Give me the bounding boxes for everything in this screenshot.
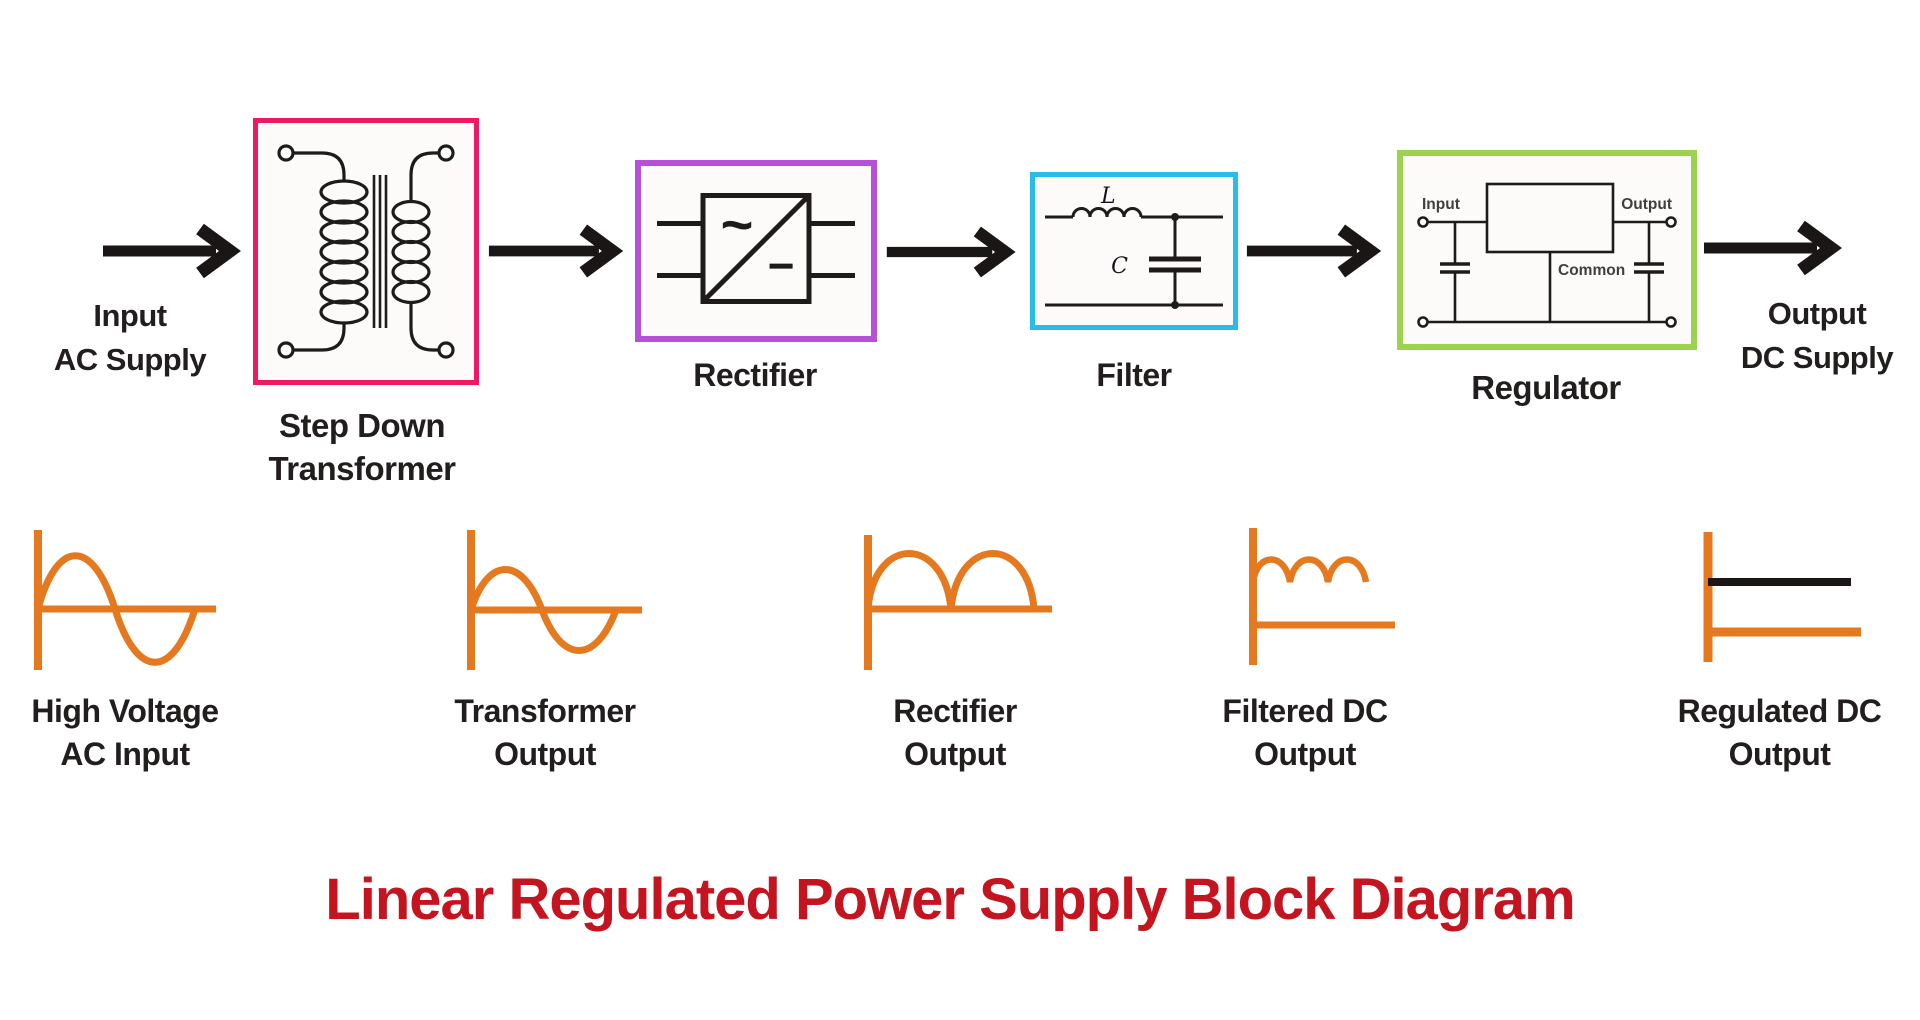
waveform-label-line1: Filtered DC xyxy=(1222,693,1388,729)
flat-dc-wave-icon xyxy=(1703,532,1861,662)
waveform-label-line1: Rectifier xyxy=(893,693,1017,729)
transformer-label: Step Down Transformer xyxy=(242,404,482,490)
transformer-label-line2: Transformer xyxy=(268,450,456,487)
waveform-label-line1: Regulated DC xyxy=(1677,693,1882,729)
transformer-block xyxy=(253,118,479,385)
ac-tilde-marker: ~ xyxy=(721,193,754,256)
output-label-line2: DC Supply xyxy=(1740,340,1894,375)
capacitor-label: C xyxy=(1111,254,1128,279)
lc-filter-symbol-icon: L C xyxy=(1045,184,1223,309)
flow-arrow-icon xyxy=(1704,220,1842,276)
rectifier-symbol-icon: ~ − xyxy=(657,193,855,304)
input-label-line2: AC Supply xyxy=(53,342,207,377)
waveform-label-line2: Output xyxy=(904,736,1006,772)
transformer-label-line1: Step Down xyxy=(279,407,446,444)
waveform-label-line2: Output xyxy=(1254,736,1356,772)
rectifier-label: Rectifier xyxy=(693,357,817,393)
waveform-label-hv-ac-input: High Voltage AC Input xyxy=(5,690,245,776)
flow-arrow-icon xyxy=(488,224,624,278)
regulator-block: Input Output Common xyxy=(1397,150,1697,350)
output-label-line1: Output xyxy=(1767,296,1867,331)
input-ac-supply-label: Input AC Supply xyxy=(30,294,230,382)
regulator-pin-common-label: Common xyxy=(1558,262,1625,279)
regulator-pin-input-label: Input xyxy=(1422,196,1460,213)
inductor-label: L xyxy=(1100,184,1116,209)
flow-arrow-icon xyxy=(1246,224,1382,278)
waveform-label-line1: High Voltage xyxy=(31,693,219,729)
flow-arrow-icon xyxy=(886,226,1016,278)
full-wave-rectified-icon xyxy=(864,535,1052,670)
waveform-label-transformer-output: Transformer Output xyxy=(435,690,655,776)
dc-minus-marker: − xyxy=(768,240,795,292)
waveform-label-filtered-dc-output: Filtered DC Output xyxy=(1195,690,1415,776)
ripple-dc-wave-icon xyxy=(1249,528,1395,665)
waveform-label-line1: Transformer xyxy=(454,693,636,729)
diagram-title: Linear Regulated Power Supply Block Diag… xyxy=(325,867,1575,932)
filter-block: L C xyxy=(1030,172,1238,330)
waveform-label-rectifier-output: Rectifier Output xyxy=(845,690,1065,776)
input-label-line1: Input xyxy=(93,298,167,333)
waveform-label-regulated-dc-output: Regulated DC Output xyxy=(1662,690,1897,776)
sine-wave-large-icon xyxy=(34,530,216,670)
filter-label: Filter xyxy=(1096,357,1172,393)
sine-wave-small-icon xyxy=(467,530,642,670)
regulator-symbol-icon: Input Output Common xyxy=(1417,182,1677,328)
waveform-label-line2: Output xyxy=(494,736,596,772)
flow-arrow-icon xyxy=(103,223,241,279)
regulator-label: Regulator xyxy=(1471,369,1621,406)
transformer-symbol-icon xyxy=(277,144,455,359)
waveform-label-line2: AC Input xyxy=(60,736,190,772)
regulator-pin-output-label: Output xyxy=(1621,196,1672,213)
output-dc-supply-label: Output DC Supply xyxy=(1717,292,1917,380)
waveform-label-line2: Output xyxy=(1728,736,1831,772)
rectifier-block: ~ − xyxy=(635,160,877,342)
